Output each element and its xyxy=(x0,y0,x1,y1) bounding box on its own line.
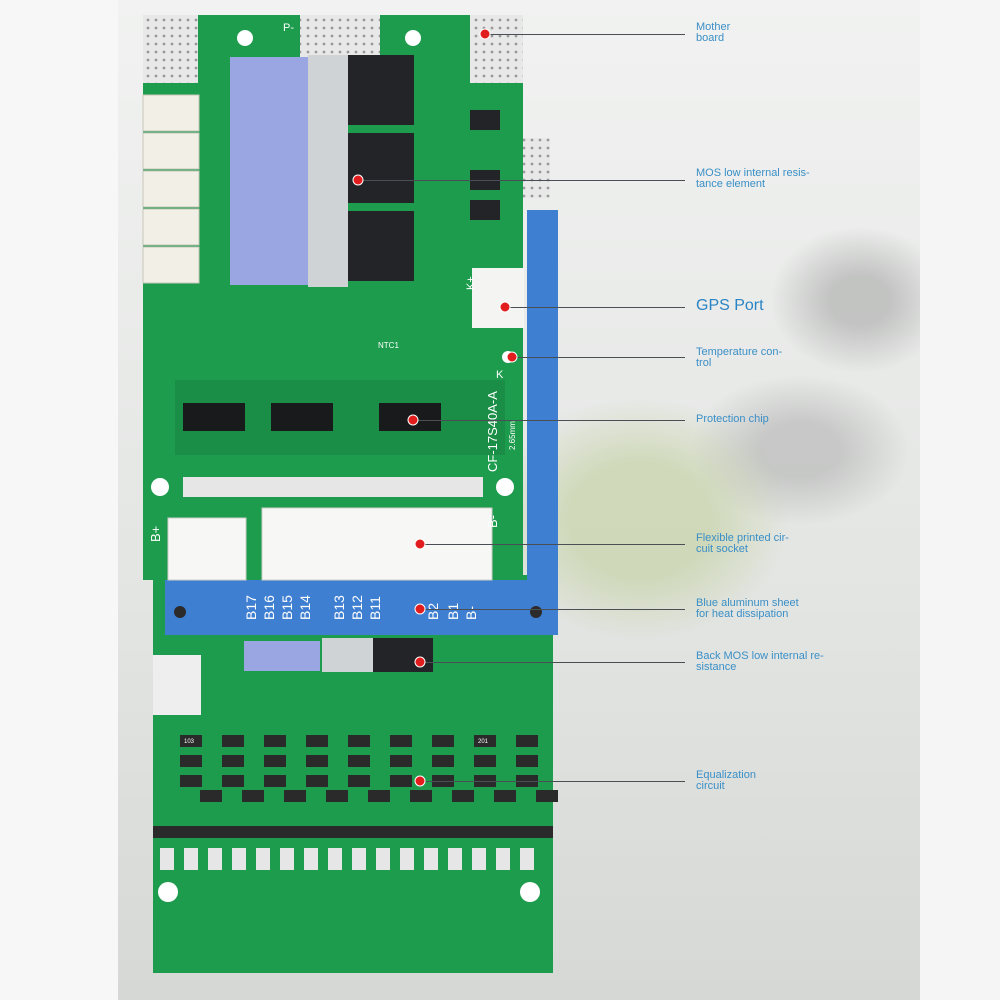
motherboard-pad xyxy=(470,15,523,83)
aluminum-sheet xyxy=(165,210,558,635)
svg-text:B13: B13 xyxy=(331,595,347,620)
heatsink-tabs xyxy=(308,55,348,287)
callout-dot-aluminum xyxy=(414,603,426,615)
thickness-text: 2.65mm xyxy=(508,421,517,450)
bottom-smd-row xyxy=(160,848,534,870)
callout-dot-gps xyxy=(499,301,511,313)
mount-hole xyxy=(520,882,540,902)
label-equalization: Equalization circuit xyxy=(696,769,756,792)
svg-text:B2: B2 xyxy=(425,603,441,620)
callout-line-gps xyxy=(505,307,685,308)
callout-line-equalization xyxy=(420,781,685,782)
label-protection: Protection chip xyxy=(696,413,769,425)
callout-dot-temperature xyxy=(506,351,518,363)
p-minus-pad xyxy=(300,15,380,57)
label-mos: MOS low internal resis- tance element xyxy=(696,167,810,190)
small-socket xyxy=(167,517,247,581)
callout-line-motherboard xyxy=(485,34,685,35)
svg-text:B15: B15 xyxy=(279,595,295,620)
back-mosfet xyxy=(373,638,433,672)
thermal-pad xyxy=(230,57,308,285)
ntc-text: NTC1 xyxy=(378,341,399,350)
b-plus-text: B+ xyxy=(148,526,163,542)
svg-text:201: 201 xyxy=(478,739,489,745)
gps-connector xyxy=(472,268,524,328)
back-thermal-pad xyxy=(244,641,320,671)
svg-text:B16: B16 xyxy=(261,595,277,620)
label-temperature: Temperature con- trol xyxy=(696,346,783,369)
svg-text:103: 103 xyxy=(184,739,195,745)
equalization-resistors xyxy=(180,735,558,802)
connector-blocks xyxy=(142,94,200,284)
callout-line-temperature xyxy=(512,357,685,358)
resistor-marks: 103 201 xyxy=(184,739,489,745)
label-flexible: Flexible printed cir- cuit socket xyxy=(696,532,789,555)
p-minus-text: P- xyxy=(283,22,294,34)
callout-dot-back-mos xyxy=(414,656,426,668)
svg-text:B-: B- xyxy=(463,606,479,620)
callout-line-mos xyxy=(358,180,685,181)
callout-dot-mos xyxy=(352,174,364,186)
terminal-pad xyxy=(143,15,198,83)
right-margin xyxy=(920,0,1000,1000)
svg-text:B17: B17 xyxy=(243,595,259,620)
label-gps-port: GPS Port xyxy=(696,297,764,314)
svg-text:B12: B12 xyxy=(349,595,365,620)
k-plus-text: K+ xyxy=(465,276,477,290)
callout-line-back-mos xyxy=(420,662,685,663)
balance-row xyxy=(183,477,483,497)
callout-dot-motherboard xyxy=(479,28,491,40)
callout-dot-flexible xyxy=(414,538,426,550)
back-terminal xyxy=(153,655,201,715)
mosfets xyxy=(348,55,414,281)
mount-hole xyxy=(158,882,178,902)
svg-text:B1: B1 xyxy=(445,603,461,620)
callout-line-aluminum xyxy=(420,609,685,610)
label-motherboard: Mother board xyxy=(696,21,731,44)
label-aluminum: Blue aluminum sheet for heat dissipation xyxy=(696,597,799,620)
k-text: K xyxy=(496,369,504,381)
svg-text:B14: B14 xyxy=(297,595,313,620)
back-heatsink-tab xyxy=(322,638,374,672)
header-strip xyxy=(153,826,553,838)
model-text: CF-17S40A-A xyxy=(485,391,500,472)
side-terminal xyxy=(520,138,550,198)
left-margin xyxy=(0,0,118,1000)
callout-dot-equalization xyxy=(414,775,426,787)
svg-text:B11: B11 xyxy=(367,596,383,620)
label-back-mos: Back MOS low internal re- sistance xyxy=(696,650,824,673)
callout-line-protection xyxy=(413,420,685,421)
callout-line-flexible xyxy=(420,544,685,545)
callout-dot-protection xyxy=(407,414,419,426)
b-minus-text: B- xyxy=(485,515,500,528)
